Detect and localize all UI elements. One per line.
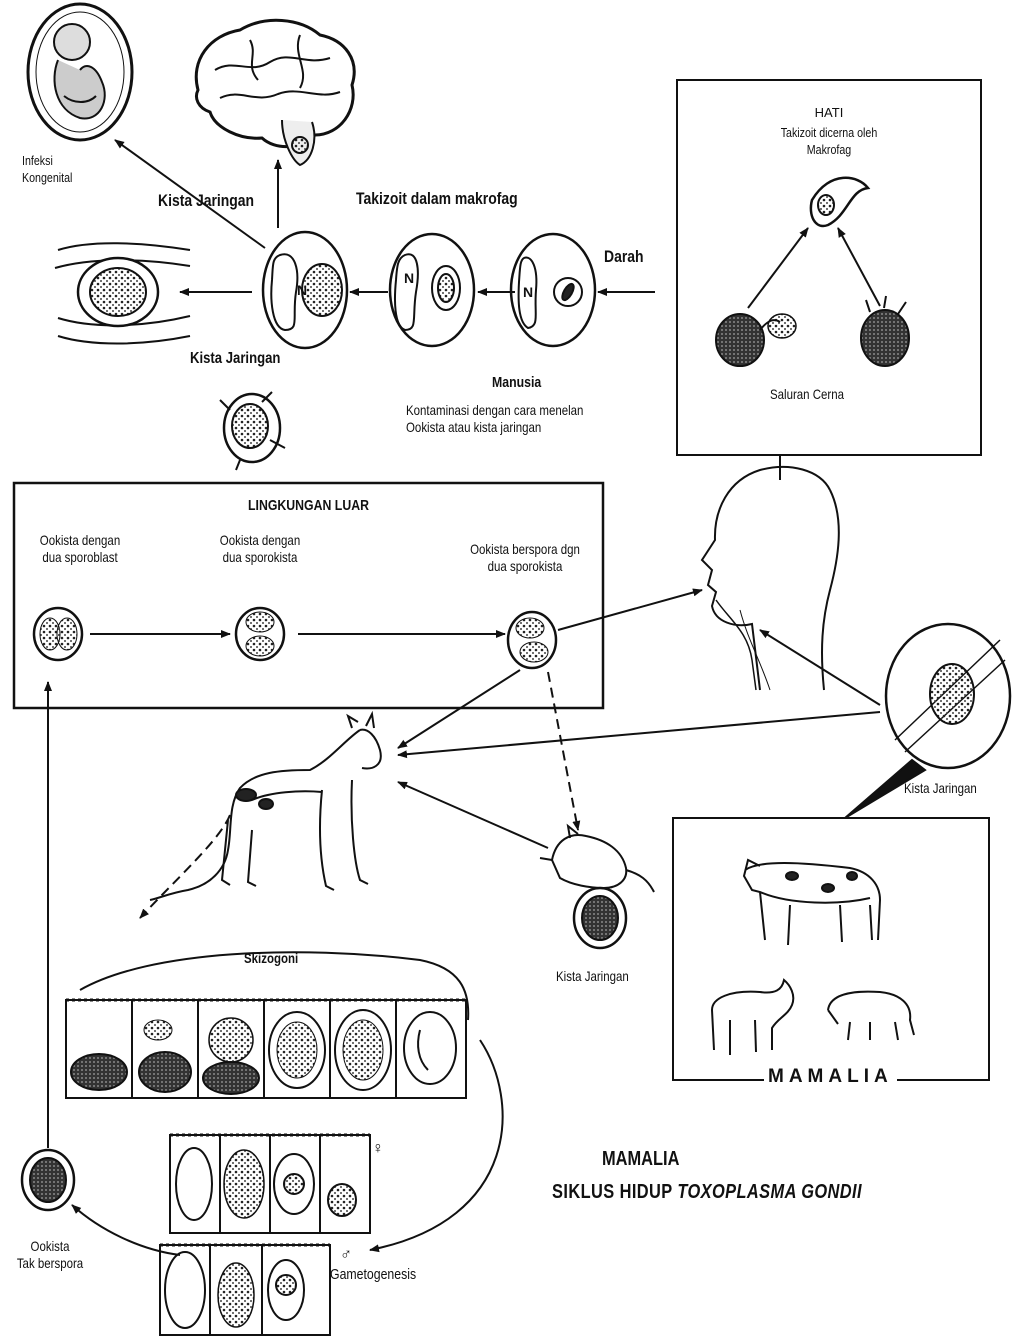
- epithelium-gametogony: [160, 1135, 370, 1335]
- label-infeksi-kongenital: Infeksi Kongenital: [22, 152, 72, 186]
- label-ookista-berspora: Ookista berspora dgn dua sporokista: [443, 541, 607, 575]
- oocyst-sporocysts: [236, 608, 284, 660]
- label-skizogoni: Skizogoni: [244, 950, 298, 967]
- label-line: dua sporokista: [443, 558, 607, 575]
- mouse-illustration: [540, 826, 654, 948]
- label-line: Ookista dengan: [194, 532, 325, 549]
- label-line: Infeksi: [22, 152, 72, 169]
- nucleus-label: N: [523, 284, 533, 301]
- label-kista-jaringan-right: Kista Jaringan: [904, 780, 977, 797]
- label-line: Makrofag: [704, 141, 953, 158]
- mamalia-box: [673, 818, 989, 1080]
- label-kista-jaringan-mouse: Kista Jaringan: [556, 968, 629, 985]
- fetus-illustration: [28, 4, 132, 140]
- macrophage-tachyzoites: [390, 234, 474, 346]
- human-head: [702, 467, 839, 690]
- label-line: dua sporoblast: [14, 549, 145, 566]
- label-hati: HATI: [677, 104, 981, 121]
- label-line: Ookista: [9, 1238, 91, 1255]
- label-hati-desc: Takizoit dicerna oleh Makrofag: [704, 124, 953, 158]
- label-kista-jaringan-mid: Kista Jaringan: [190, 350, 280, 367]
- oocyst-sporoblast: [34, 608, 82, 660]
- female-symbol: ♀: [372, 1140, 384, 1157]
- title-prefix: SIKLUS HIDUP: [552, 1181, 677, 1203]
- muscle-cyst-left: [55, 243, 190, 343]
- label-line: Ookista dengan: [14, 532, 145, 549]
- sheep-illustration: [712, 980, 793, 1055]
- nucleus-label: N: [404, 270, 414, 287]
- cow-illustration: [744, 860, 880, 945]
- label-darah: Darah: [604, 248, 644, 265]
- label-mamalia-box: MAMALIA: [764, 1068, 897, 1085]
- label-ookista-sporoblast: Ookista dengan dua sporoblast: [14, 532, 145, 566]
- label-line: dua sporokista: [194, 549, 325, 566]
- label-ookista-sporokista: Ookista dengan dua sporokista: [194, 532, 325, 566]
- small-tissue-cyst: [220, 392, 285, 470]
- nucleus-label: N: [297, 282, 307, 299]
- liver-macrophage: [811, 178, 868, 226]
- epithelium-schizogony: [66, 1000, 466, 1098]
- pig-illustration: [828, 992, 914, 1040]
- label-kista-jaringan-top: Kista Jaringan: [158, 192, 254, 209]
- label-manusia: Manusia: [492, 374, 541, 391]
- label-line: Ookista berspora dgn: [443, 541, 607, 558]
- cat-illustration: [140, 714, 381, 918]
- label-saluran-cerna: Saluran Cerna: [770, 386, 844, 403]
- label-takizoit-dalam-makrofag: Takizoit dalam makrofag: [356, 190, 518, 207]
- title-siklus-hidup: SIKLUS HIDUP TOXOPLASMA GONDII: [552, 1184, 862, 1201]
- oocyst-unsporulated: [22, 1150, 74, 1210]
- label-line: Kongenital: [22, 169, 72, 186]
- gut-cell-right: [861, 296, 909, 366]
- label-lingkungan-luar: LINGKUNGAN LUAR: [67, 497, 550, 514]
- gut-cell-left: [716, 314, 796, 366]
- label-line: Tak berspora: [9, 1255, 91, 1272]
- oocyst-sporulated: [508, 612, 556, 668]
- title-mamalia: MAMALIA: [602, 1148, 679, 1170]
- label-line: Ookista atau kista jaringan: [406, 419, 583, 436]
- label-gametogenesis: Gametogenesis: [330, 1266, 416, 1283]
- label-line: Takizoit dicerna oleh: [704, 124, 953, 141]
- male-symbol: ♂: [340, 1246, 352, 1263]
- title-organism: TOXOPLASMA GONDII: [677, 1181, 862, 1203]
- label-line: Kontaminasi dengan cara menelan: [406, 402, 583, 419]
- label-kontaminasi: Kontaminasi dengan cara menelan Ookista …: [406, 402, 583, 436]
- label-ookista-tak-berspora: Ookista Tak berspora: [9, 1238, 91, 1272]
- brain-illustration: [196, 20, 354, 165]
